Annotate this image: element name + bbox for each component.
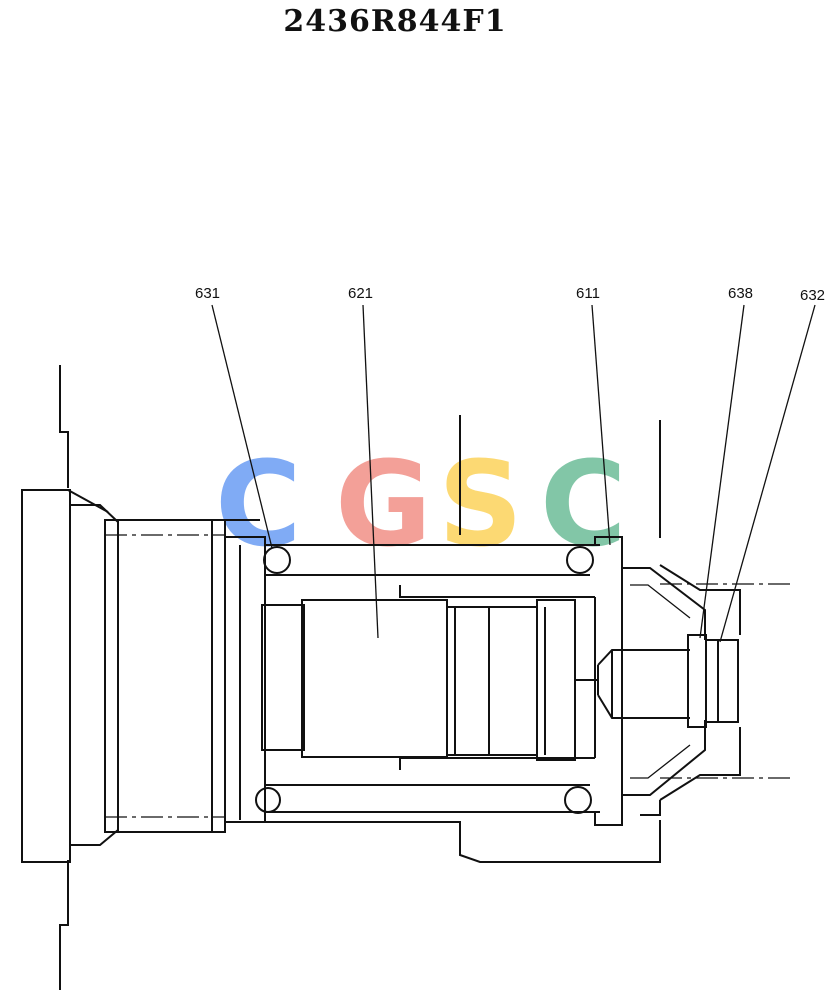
o-ring-611-bottom (564, 786, 592, 814)
o-ring-group-631 (255, 546, 594, 814)
end-cover-611 (575, 536, 706, 826)
leader-lines (211, 304, 816, 643)
watermark-letter-1: C (215, 435, 302, 573)
cgsc-watermark: C G S C (215, 435, 627, 573)
housing-outline (225, 415, 661, 863)
piston-621 (261, 585, 595, 770)
o-ring-611-top (566, 546, 594, 574)
adjust-screw-638-nut-632 (640, 564, 790, 816)
callout-638: 638 (728, 285, 753, 302)
drawing-title: 2436R844F1 (283, 4, 507, 39)
callout-611: 611 (576, 285, 600, 302)
watermark-letter-2: G (335, 435, 432, 573)
watermark-letter-4: C (540, 435, 627, 573)
left-housing (21, 365, 119, 990)
callout-632: 632 (800, 287, 825, 304)
callout-621: 621 (348, 285, 373, 302)
o-ring-631-bottom (255, 787, 281, 813)
callout-631: 631 (195, 285, 220, 302)
front-cylinder (104, 519, 266, 833)
o-ring-631-top (263, 546, 291, 574)
watermark-letter-3: S (438, 435, 523, 573)
